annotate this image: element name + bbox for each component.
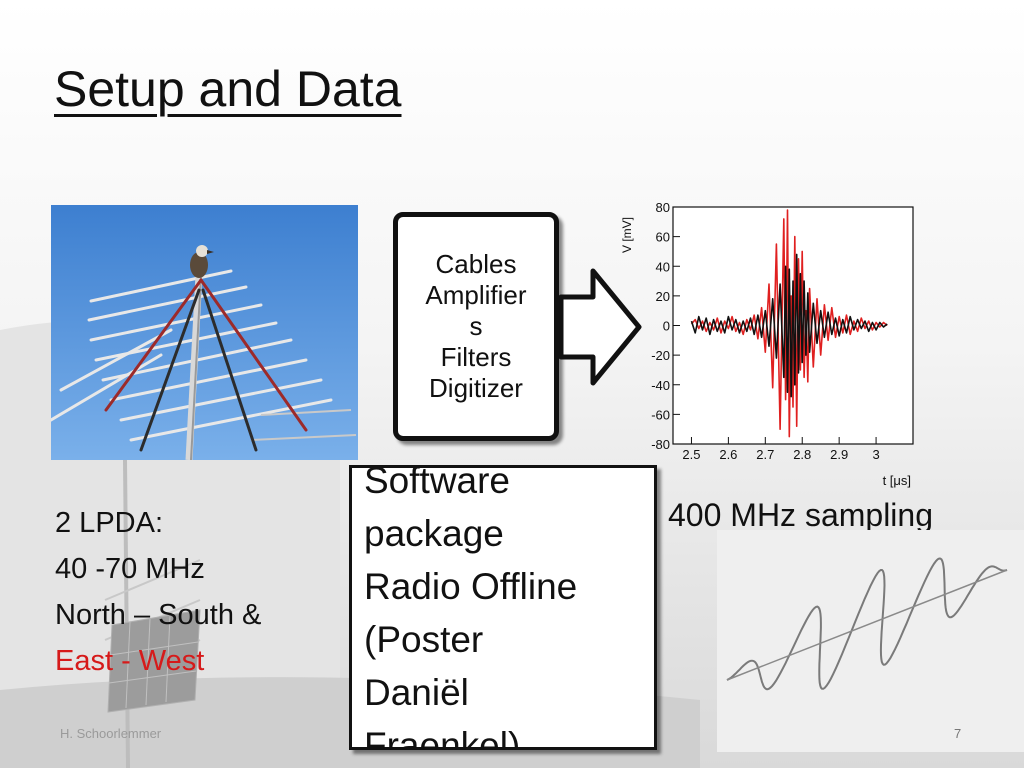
trace-series: [690, 209, 888, 438]
y-axis-ticks: 80 60 40 20 0 -20 -40 -60 -80: [651, 200, 680, 452]
lpda-line-band: 40 -70 MHz: [55, 553, 205, 585]
y-tick-label: 0: [663, 319, 670, 334]
y-tick-label: 40: [656, 259, 670, 274]
y-tick-label: -20: [651, 348, 670, 363]
x-tick-label: 2.5: [682, 447, 700, 462]
x-tick-label: 2.9: [830, 447, 848, 462]
chain-line-filters: Filters: [440, 342, 512, 372]
x-axis-label: t [μs]: [883, 473, 911, 488]
wave-axis: [726, 569, 1008, 681]
slide-title: Setup and Data: [54, 61, 402, 117]
voltage-trace-chart: 80 60 40 20 0 -20 -40 -60 -80 2.5 2.6 2.7 2.8 2.9 3 V…: [620, 200, 914, 488]
x-tick-label: 3: [872, 447, 879, 462]
software-line-2: package: [364, 513, 504, 554]
chain-line-cables: Cables: [435, 249, 517, 279]
chain-line-digitizer: Digitizer: [429, 373, 523, 403]
y-axis-label: V [mV]: [620, 217, 634, 253]
y-tick-label: 20: [656, 289, 670, 304]
trace-red-series: [690, 209, 888, 438]
lpda-line-ew: East - West: [55, 645, 205, 677]
software-package-box: Software package Radio Offline (Poster D…: [349, 465, 657, 750]
y-tick-label: -60: [651, 407, 670, 422]
software-line-6: Fraenkel): [364, 725, 521, 750]
antenna-photo: [51, 205, 358, 460]
y-tick-label: 80: [656, 200, 670, 215]
polarized-wave-illustration: [717, 530, 1024, 752]
software-package-text: Software package Radio Offline (Poster D…: [364, 465, 578, 750]
software-line-5: Daniël: [364, 672, 469, 713]
trace-black-series: [690, 253, 888, 398]
signal-chain-box: Cables Amplifier s Filters Digitizer: [393, 212, 559, 441]
right-arrow-icon: [558, 268, 642, 386]
y-tick-label: 60: [656, 230, 670, 245]
chain-line-amplifiers: Amplifier: [425, 280, 527, 310]
y-tick-label: -80: [651, 437, 670, 452]
x-tick-label: 2.6: [719, 447, 737, 462]
x-tick-label: 2.7: [756, 447, 774, 462]
wave-curve: [726, 557, 1008, 691]
page-number: 7: [954, 726, 962, 741]
software-line-3: Radio Offline: [364, 566, 578, 607]
chain-line-amplifiers-wrap: s: [469, 311, 483, 341]
x-tick-label: 2.8: [793, 447, 811, 462]
x-axis-ticks: 2.5 2.6 2.7 2.8 2.9 3: [682, 437, 880, 462]
sampling-rate-label: 400 MHz sampling: [668, 497, 933, 533]
footer-author: H. Schoorlemmer: [60, 726, 162, 741]
lpda-line-count: 2 LPDA:: [55, 507, 163, 539]
lpda-line-ns: North – South &: [55, 599, 262, 631]
y-tick-label: -40: [651, 378, 670, 393]
lpda-description: 2 LPDA: 40 -70 MHz North – South & East …: [55, 500, 261, 684]
software-line-1: Software: [364, 465, 511, 501]
software-line-4: (Poster: [364, 619, 484, 660]
